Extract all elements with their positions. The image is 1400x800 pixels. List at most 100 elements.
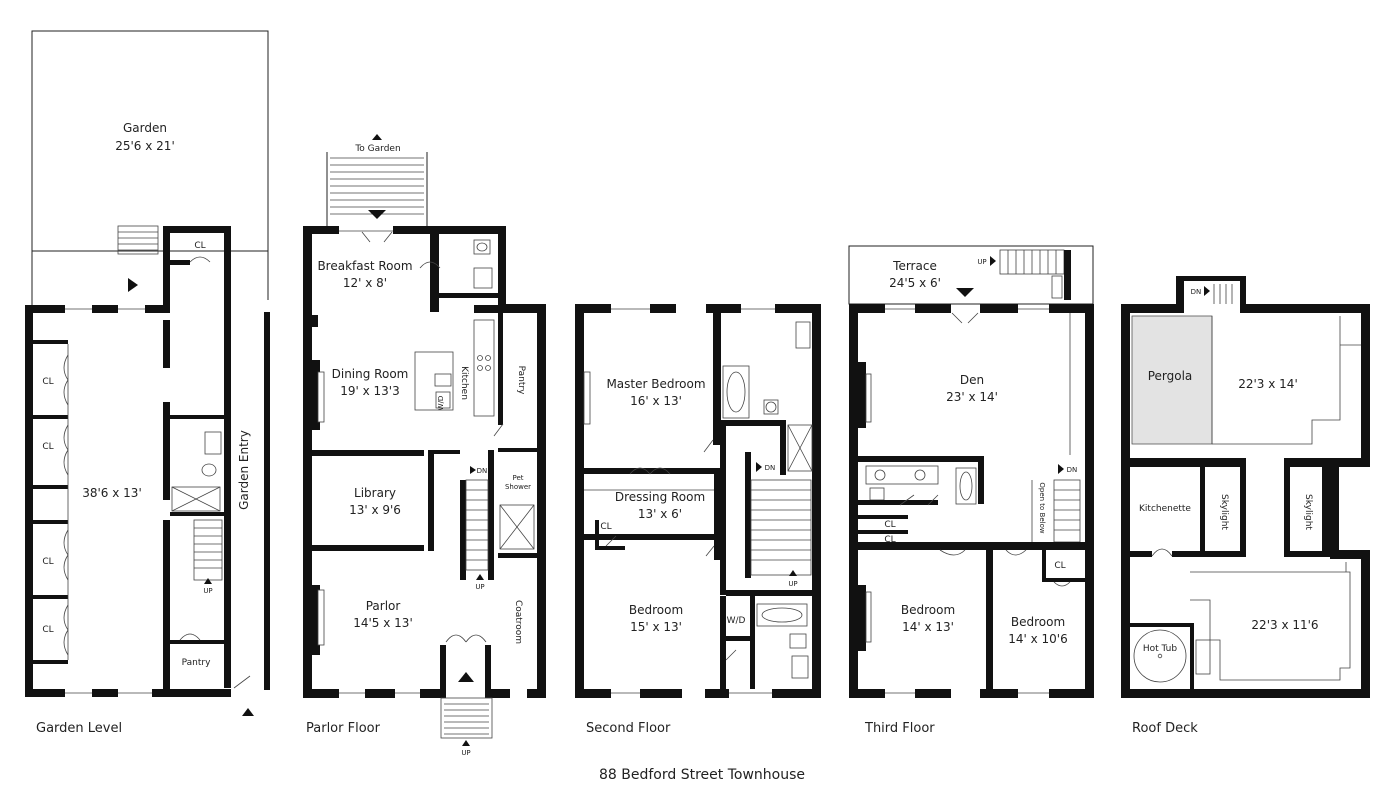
garden-pantry: Pantry [182,658,211,668]
roof-deck-label: Roof Deck [1132,721,1198,736]
garden-closet-1: CL [42,377,53,387]
dressing-room-label: Dressing Room [615,490,705,504]
kitchen-label: Kitchen [459,366,469,400]
garden-closet-4: CL [42,625,53,635]
second-stair-up: UP [788,580,797,588]
garden-closet-3: CL [42,557,53,567]
parlor-dn-arrow-icon [470,466,476,474]
roof-deck-a-dimensions: 22'3 x 14' [1238,377,1298,391]
roof-stair-dn: DN [1191,288,1202,296]
hot-tub-label: Hot Tub [1143,644,1177,654]
second-bedroom-dimensions: 15' x 13' [630,620,682,634]
parlor-stair [465,479,489,571]
dining-room-label: Dining Room [332,367,409,381]
garden-level-label: Garden Level [36,721,122,736]
parlor-up-arrow-icon [476,574,484,580]
to-garden-label: To Garden [354,144,400,154]
parlor-label: Parlor [366,599,401,613]
garden-main-room-dimensions: 38'6 x 13' [82,486,142,500]
pergola-label: Pergola [1148,369,1193,383]
second-dn-arrow-icon [756,462,762,472]
third-closet-3: CL [1054,561,1065,571]
third-floor-plan: Terrace 24'5 x 6' UP [848,245,1094,736]
master-bedroom-label: Master Bedroom [606,377,705,391]
front-door-arrow-icon [458,672,474,682]
roof-dn-arrow-icon [1204,286,1210,296]
parlor-floor-label: Parlor Floor [306,721,381,736]
breakfast-room-dimensions: 12' x 8' [343,276,387,290]
second-stair-dn: DN [765,464,776,472]
to-garden-arrow-icon [372,134,382,140]
rear-door-arrow-icon [368,210,386,219]
den-label: Den [960,373,984,387]
third-bedroom-b-dimensions: 14' x 10'6 [1008,632,1068,646]
third-bedroom-b-label: Bedroom [1011,615,1065,629]
terrace-up-arrow-icon [990,256,996,266]
second-floor-plan: Master Bedroom 16' x 13' Dressing Room 1… [575,304,821,736]
garden-dimensions: 25'6 x 21' [115,139,175,153]
breakfast-room-label: Breakfast Room [317,259,412,273]
stoop-up: UP [461,749,470,757]
parlor-stair-up: UP [475,583,484,591]
stoop-up-arrow-icon [462,740,470,746]
third-floor-label: Third Floor [864,721,935,736]
roof-deck-plan: DN Pergola 22'3 x 14' Kit [1121,276,1370,736]
rear-stairs [326,152,428,226]
entry-arrow-icon [128,278,138,292]
third-closet-1: CL [884,520,895,530]
garden-stair [193,519,223,581]
roof-deck-b-dimensions: 22'3 x 11'6 [1251,618,1318,632]
front-stoop [440,697,493,739]
pet-shower-label-1: Pet [512,474,523,482]
pergola-area [1131,315,1213,445]
library-label: Library [354,486,396,500]
plan-title: 88 Bedford Street Townhouse [599,767,805,783]
parlor-stair-dn: DN [477,467,488,475]
library-dimensions: 13' x 9'6 [349,503,401,517]
garden-level-plan: Garden 25'6 x 21' CL [25,30,270,736]
coatroom-label: Coatroom [513,600,523,644]
garden-closet-top: CL [194,241,205,251]
master-bedroom-dimensions: 16' x 13' [630,394,682,408]
third-dn-arrow-icon [1058,464,1064,474]
garden-entry-label: Garden Entry [237,430,251,510]
open-to-below-label: Open to Below [1038,482,1046,534]
third-closet-2: CL [884,535,895,545]
skylight-left-label: Skylight [1219,494,1229,530]
second-up-arrow-icon [789,570,797,576]
second-stair [750,479,812,576]
third-stair [1053,479,1081,543]
garden-label: Garden [123,121,167,135]
third-bedroom-a-dimensions: 14' x 13' [902,620,954,634]
garden-closet-2: CL [42,442,53,452]
kitchenette-label: Kitchenette [1139,504,1191,514]
second-bedroom-label: Bedroom [629,603,683,617]
dining-room-dimensions: 19' x 13'3 [340,384,400,398]
second-closet-label: CL [600,522,611,532]
garden-boundary [31,30,269,252]
parlor-wd-label: W/D [437,396,445,411]
skylight-right-label: Skylight [1303,494,1313,530]
terrace-label: Terrace [892,259,937,273]
terrace-door-arrow-icon [956,288,974,297]
third-bedroom-a-label: Bedroom [901,603,955,617]
terrace-dimensions: 24'5 x 6' [889,276,941,290]
third-stair-dn: DN [1067,466,1078,474]
dressing-room-dimensions: 13' x 6' [638,507,682,521]
terrace-stair-up: UP [977,258,986,266]
second-wd-label: W/D [727,616,746,626]
entry-up-arrow-icon [242,708,254,716]
stair-up-arrow-icon [204,578,212,584]
parlor-pantry-label: Pantry [516,366,526,395]
second-floor-label: Second Floor [586,721,671,736]
den-dimensions: 23' x 14' [946,390,998,404]
hot-tub [1133,629,1187,683]
terrace-outline [848,245,1094,305]
parlor-floor-plan: To Garden Breakfast Room 12' x 8' [303,134,546,757]
terrace-stair [999,249,1071,300]
garden-steps [117,225,159,255]
pet-shower-label-2: Shower [505,483,531,491]
garden-stair-up: UP [203,587,212,595]
parlor-dimensions: 14'5 x 13' [353,616,413,630]
